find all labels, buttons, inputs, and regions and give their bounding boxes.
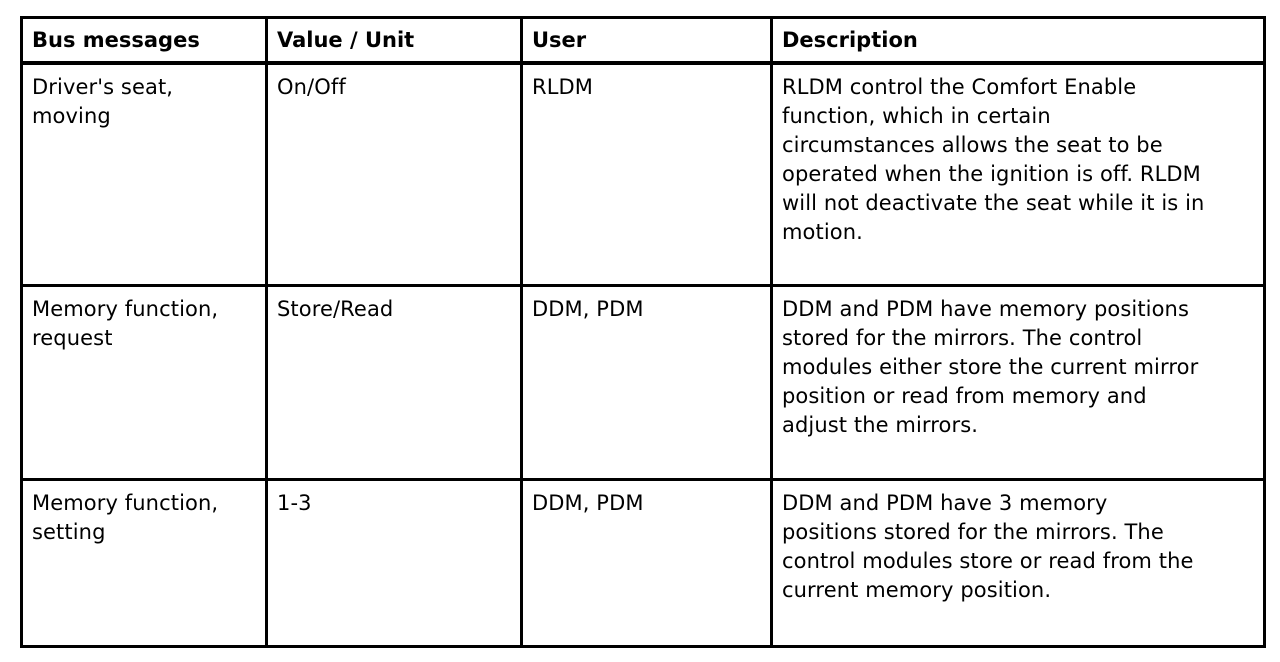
- cell-bus-message: Memory function, setting: [20, 478, 268, 648]
- column-header-user: User: [520, 16, 773, 65]
- cell-value-unit: Store/Read: [265, 284, 523, 481]
- column-header-value-unit: Value / Unit: [265, 16, 523, 65]
- column-header-description: Description: [770, 16, 1266, 65]
- cell-user: RLDM: [520, 61, 773, 287]
- cell-user: DDM, PDM: [520, 284, 773, 481]
- cell-description: RLDM control the Comfort Enable function…: [770, 61, 1266, 287]
- cell-bus-message: Memory function, request: [20, 284, 268, 481]
- column-header-bus-messages: Bus messages: [20, 16, 268, 65]
- bus-messages-table: Bus messages Value / Unit User Descripti…: [20, 16, 1266, 648]
- table-row: Driver's seat, moving On/Off RLDM RLDM c…: [20, 61, 1266, 287]
- cell-description: DDM and PDM have memory positions stored…: [770, 284, 1266, 481]
- cell-bus-message: Driver's seat, moving: [20, 61, 268, 287]
- table-row: Memory function, setting 1-3 DDM, PDM DD…: [20, 478, 1266, 648]
- table-header-row: Bus messages Value / Unit User Descripti…: [20, 16, 1266, 65]
- cell-value-unit: On/Off: [265, 61, 523, 287]
- table-row: Memory function, request Store/Read DDM,…: [20, 284, 1266, 481]
- cell-description: DDM and PDM have 3 memory positions stor…: [770, 478, 1266, 648]
- cell-user: DDM, PDM: [520, 478, 773, 648]
- cell-value-unit: 1-3: [265, 478, 523, 648]
